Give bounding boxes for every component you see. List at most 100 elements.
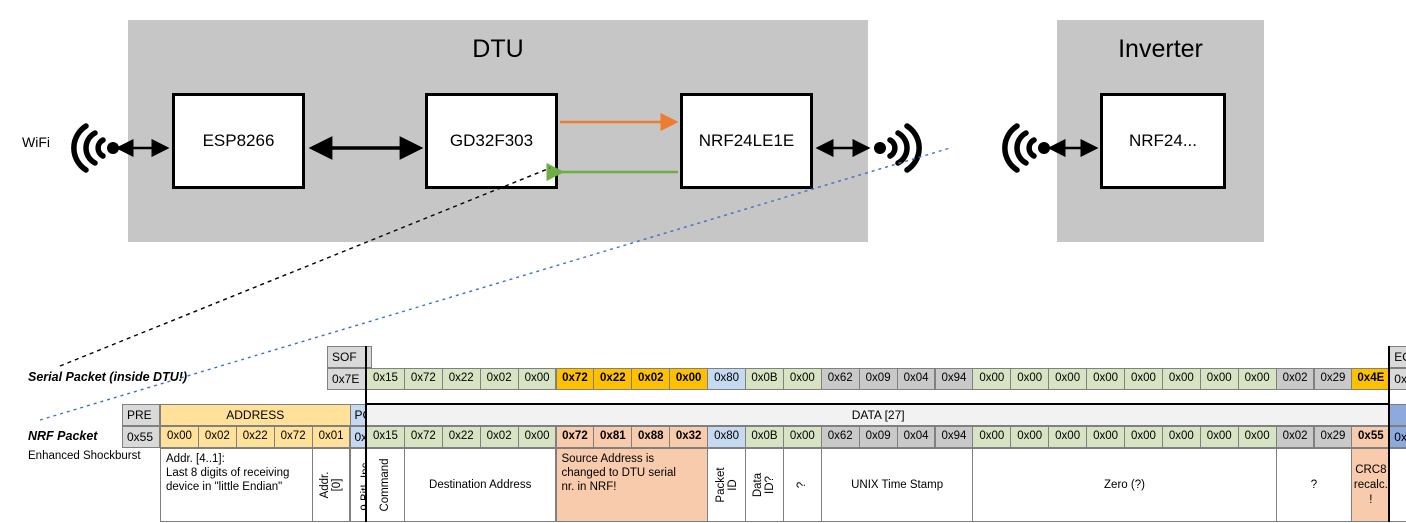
nrf-data-byte-15: 0x94 [934, 426, 974, 448]
nrf-data-byte-8: 0x32 [669, 426, 709, 448]
inverter-enclosure: Inverter [1057, 20, 1264, 242]
nrf-data-byte-24: 0x02 [1275, 426, 1315, 448]
serial-byte-8: 0x00 [669, 368, 709, 390]
nrf-data-byte-20: 0x00 [1124, 426, 1163, 448]
serial-byte-5: 0x72 [555, 368, 595, 390]
serial-packet-label: Serial Packet (inside DTU!) [28, 370, 188, 384]
nrf-data-byte-22: 0x00 [1199, 426, 1239, 448]
serial-byte-16: 0x00 [972, 368, 1012, 390]
serial-byte-9: 0x80 [707, 368, 746, 390]
wifi-antenna-icon [71, 123, 106, 173]
nrf-data-byte-10: 0x0B [745, 426, 784, 448]
block-diagram: DTU Inverter ESP8266 GD32F303 NRF24LE1E … [22, 20, 1264, 421]
nrf-pre-header: PRE [122, 404, 160, 426]
serial-byte-18: 0x00 [1048, 368, 1088, 390]
serial-byte-20: 0x00 [1124, 368, 1163, 390]
packet-tables: Serial Packet (inside DTU!) NRF Packet E… [0, 330, 1406, 523]
annotation-data-id: Data ID? [745, 448, 784, 522]
serial-byte-12: 0x62 [820, 368, 860, 390]
serial-byte-15: 0x94 [934, 368, 974, 390]
nrf-address-header: ADDRESS [160, 404, 351, 426]
serial-byte-11: 0x00 [782, 368, 822, 390]
serial-byte-6: 0x22 [593, 368, 633, 390]
inverter-antenna-dot [1038, 142, 1050, 154]
wifi-label: WiFi [22, 134, 50, 150]
chip-nrf24[interactable]: NRF24... [1100, 93, 1226, 189]
dtu-title: DTU [472, 35, 524, 63]
nrf-data-byte-14: 0x04 [896, 426, 936, 448]
nrf-data-byte-12: 0x62 [820, 426, 860, 448]
annotation-zero: Zero (?) [972, 448, 1277, 522]
serial-byte-2: 0x22 [441, 368, 481, 390]
nrf-data-byte-17: 0x00 [1010, 426, 1050, 448]
serial-byte-4: 0x00 [517, 368, 557, 390]
inverter-title: Inverter [1118, 35, 1203, 63]
serial-byte-14: 0x04 [896, 368, 936, 390]
serial-byte-7: 0x02 [631, 368, 671, 390]
nrf-data-byte-11: 0x00 [782, 426, 822, 448]
nrf-data-byte-16: 0x00 [972, 426, 1012, 448]
annotation-unknown-2: ? [1275, 448, 1353, 522]
nrf-pre-value: 0x55 [122, 426, 160, 448]
annotation-destination-address: Destination Address [403, 448, 557, 522]
serial-byte-0: 0x15 [366, 368, 405, 390]
nrf-data-byte-1: 0x72 [403, 426, 443, 448]
serial-byte-25: 0x29 [1313, 368, 1353, 390]
nrf-data-byte-7: 0x88 [631, 426, 671, 448]
serial-byte-24: 0x02 [1275, 368, 1315, 390]
nrf-data-byte-9: 0x80 [707, 426, 746, 448]
nrf-address-byte-3: 0x72 [273, 426, 313, 448]
nrf-data-byte-5: 0x72 [555, 426, 595, 448]
serial-byte-13: 0x09 [858, 368, 898, 390]
serial-byte-1: 0x72 [403, 368, 443, 390]
annotation-unknown-1: ? [782, 448, 822, 522]
serial-byte-22: 0x00 [1199, 368, 1239, 390]
serial-byte-3: 0x02 [479, 368, 519, 390]
dtu-antenna-icon [887, 123, 922, 173]
serial-byte-23: 0x00 [1237, 368, 1277, 390]
serial-eof-value: 0x7F [1389, 368, 1406, 390]
inverter-antenna-icon [1002, 123, 1037, 173]
nrf-packet-sublabel: Enhanced Shockburst [28, 450, 141, 462]
nrf-data-header: DATA [27] [366, 404, 1391, 426]
serial-sof-value: 0x7E [327, 368, 372, 390]
nrf-top-rule [366, 403, 1390, 405]
nrf-packet-label: NRF Packet [28, 429, 98, 443]
data-crc-divider [1388, 346, 1391, 522]
nrf-data-byte-25: 0x29 [1313, 426, 1353, 448]
serial-byte-17: 0x00 [1010, 368, 1050, 390]
nrf-data-byte-23: 0x00 [1237, 426, 1277, 448]
nrf-data-byte-4: 0x00 [517, 426, 557, 448]
nrf-data-byte-18: 0x00 [1048, 426, 1088, 448]
nrf-data-byte-19: 0x00 [1086, 426, 1125, 448]
chip-esp8266[interactable]: ESP8266 [172, 93, 305, 189]
nrf-data-byte-26: 0x55 [1351, 426, 1391, 448]
nrf-data-byte-13: 0x09 [858, 426, 898, 448]
wifi-antenna-dot [107, 142, 119, 154]
serial-data-divider [365, 346, 367, 522]
annotation-addr0: Addr.[0] [311, 448, 351, 522]
nrf-crc-byte-0: 0x.. [1389, 426, 1406, 448]
serial-byte-10: 0x0B [745, 368, 784, 390]
serial-byte-21: 0x00 [1161, 368, 1201, 390]
chip-gd32f303[interactable]: GD32F303 [425, 93, 558, 189]
nrf-data-byte-3: 0x02 [479, 426, 519, 448]
nrf-address-byte-0: 0x00 [160, 426, 199, 448]
nrf-data-byte-0: 0x15 [366, 426, 405, 448]
nrf-address-byte-2: 0x22 [235, 426, 275, 448]
nrf-address-byte-1: 0x02 [197, 426, 237, 448]
serial-byte-19: 0x00 [1086, 368, 1125, 390]
chip-nrf24le1e[interactable]: NRF24LE1E [680, 93, 813, 189]
dtu-antenna-dot [874, 142, 886, 154]
serial-byte-26: 0x4E [1351, 368, 1391, 390]
nrf-data-byte-21: 0x00 [1161, 426, 1201, 448]
annotation-packet-id: Packet ID [707, 448, 746, 522]
nrf-crc-header: NRF CRC [1389, 404, 1406, 426]
annotation-generated: Generatedautomatically.Dont Care! [1389, 448, 1406, 522]
nrf-data-byte-2: 0x22 [441, 426, 481, 448]
nrf-address-byte-4: 0x01 [311, 426, 351, 448]
annotation-command: Command [366, 448, 405, 522]
